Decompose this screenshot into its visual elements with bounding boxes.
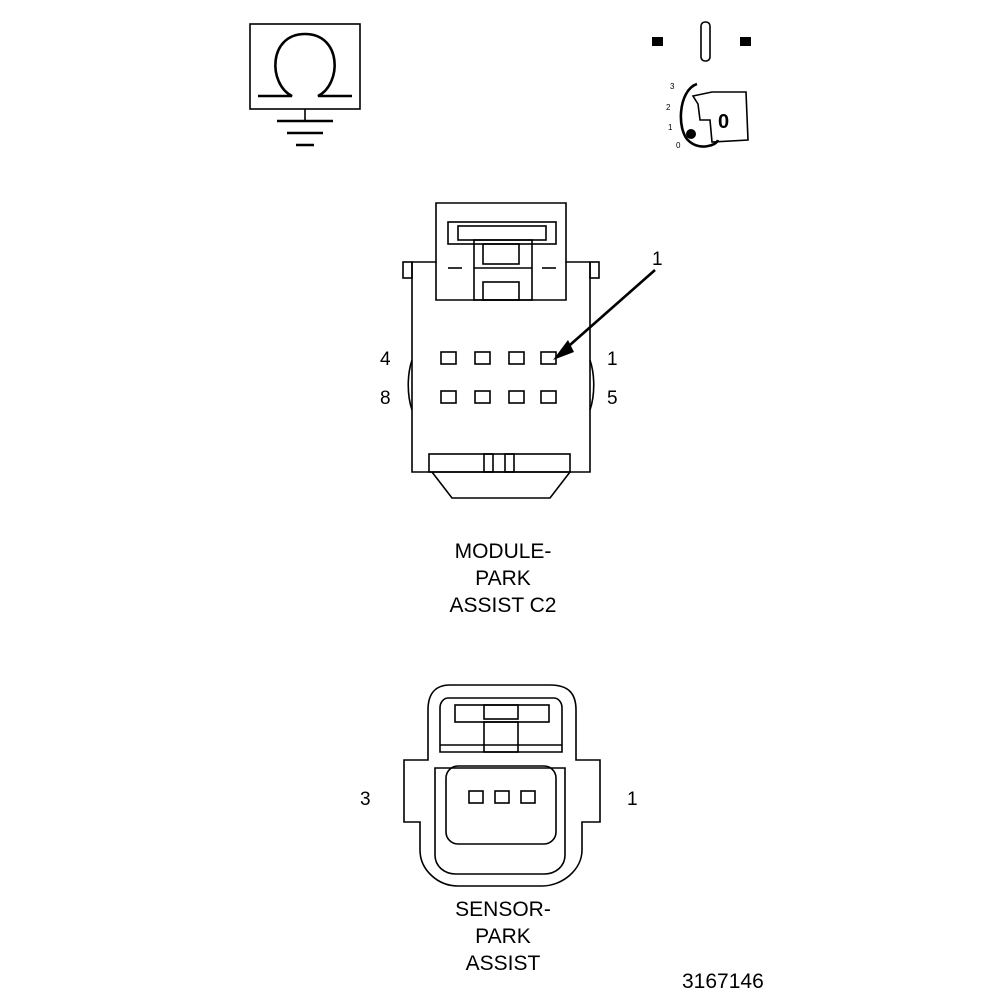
sensor-label-line-2: PARK bbox=[475, 925, 531, 948]
module-label-line-1: MODULE- bbox=[455, 540, 552, 563]
callout-number: 1 bbox=[652, 249, 663, 270]
sensor-pin-label-3: 3 bbox=[360, 789, 371, 810]
sensor-park-assist-connector bbox=[403, 684, 601, 887]
ignition-position-2: 2 bbox=[666, 103, 671, 112]
ground-symbol-icon bbox=[249, 23, 361, 147]
sensor-pin-label-1: 1 bbox=[627, 789, 638, 810]
sensor-label-line-3: ASSIST bbox=[466, 952, 541, 975]
ignition-key-icon: 3 2 1 0 0 bbox=[652, 21, 751, 150]
module-park-assist-c2-connector bbox=[402, 202, 656, 499]
pin-label-5: 5 bbox=[607, 388, 618, 409]
ignition-position-3: 3 bbox=[670, 82, 675, 91]
ignition-key-text: 0 bbox=[718, 111, 729, 133]
pin-label-4: 4 bbox=[380, 349, 391, 370]
pin-label-8: 8 bbox=[380, 388, 391, 409]
module-label-line-3: ASSIST C2 bbox=[450, 594, 557, 617]
module-label-line-2: PARK bbox=[475, 567, 531, 590]
pin-label-1: 1 bbox=[607, 349, 618, 370]
figure-id: 3167146 bbox=[682, 970, 764, 993]
ignition-position-1: 1 bbox=[668, 123, 673, 132]
ignition-position-0: 0 bbox=[676, 141, 681, 150]
sensor-label-line-1: SENSOR- bbox=[455, 898, 551, 921]
